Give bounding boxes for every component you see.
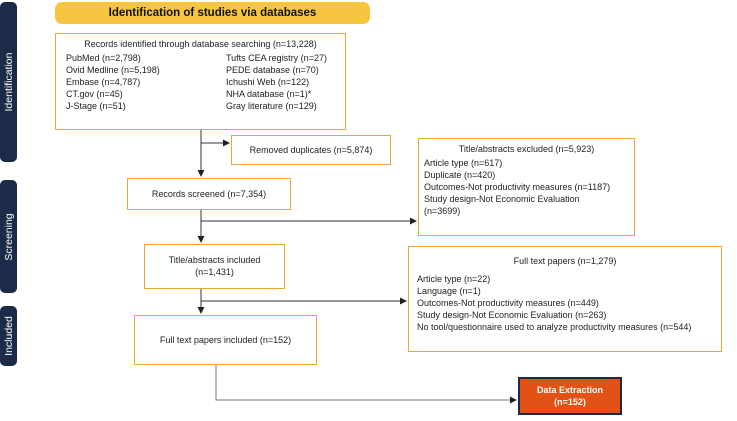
exclusion-item: Study design-Not Economic Evaluation (424, 194, 580, 204)
full-text-excluded-list: Article type (n=22) Language (n=1) Outco… (417, 273, 691, 333)
data-extraction-label: Data Extraction (536, 385, 604, 395)
exclusion-item: Outcomes-Not productivity measures (n=44… (417, 298, 599, 308)
ta-included-text: Title/abstracts included (n=1,431) (145, 254, 284, 278)
data-extraction-box: Data Extraction (n=152) (518, 377, 622, 415)
ta-included-box: Title/abstracts included (n=1,431) (144, 244, 285, 289)
removed-duplicates-box: Removed duplicates (n=5,874) (231, 135, 391, 165)
ta-excluded-list: Article type (n=617) Duplicate (n=420) O… (424, 157, 610, 217)
arrow-to-data-extraction (215, 365, 517, 404)
phase-tab-screening: Screening (0, 180, 17, 293)
header-banner: Identification of studies via databases (55, 2, 370, 24)
ta-included-line1: Title/abstracts included (168, 255, 261, 265)
exclusion-item: Duplicate (n=420) (424, 170, 496, 180)
full-text-included-text: Full text papers included (n=152) (159, 335, 292, 345)
records-identified-box: Records identified through database sear… (55, 33, 346, 130)
database-item: J-Stage (n=51) (66, 101, 126, 111)
exclusion-item: (n=3699) (424, 206, 461, 216)
records-identified-title: Records identified through database sear… (84, 39, 317, 49)
full-text-excluded-box: Full text papers (n=1,279) Article type … (408, 246, 722, 352)
database-item: Tufts CEA registry (n=27) (226, 53, 327, 63)
phase-tab-included: Included (0, 306, 17, 366)
database-item: Gray literature (n=129) (226, 101, 317, 111)
exclusion-item: No tool/questionnaire used to analyze pr… (417, 322, 692, 332)
phase-tab-identification: Identification (0, 2, 17, 162)
exclusion-item: Article type (n=617) (424, 158, 503, 168)
ta-excluded-title: Title/abstracts excluded (n=5,923) (458, 144, 595, 154)
exclusion-item: Outcomes-Not productivity measures (n=11… (424, 182, 611, 192)
database-item: Embase (n=4,787) (66, 77, 141, 87)
ta-excluded-box: Title/abstracts excluded (n=5,923) Artic… (418, 138, 635, 236)
ta-included-line2: (n=1,431) (195, 267, 234, 277)
records-screened-text: Records screened (n=7,354) (151, 189, 267, 199)
full-text-included-box: Full text papers included (n=152) (134, 315, 317, 365)
database-item: NHA database (n=1)* (226, 89, 312, 99)
removed-duplicates-text: Removed duplicates (n=5,874) (249, 145, 373, 155)
exclusion-item: Language (n=1) (417, 286, 481, 296)
records-screened-box: Records screened (n=7,354) (127, 178, 291, 210)
exclusion-item: Study design-Not Economic Evaluation (n=… (417, 310, 607, 320)
database-item: Ovid Medline (n=5,198) (66, 65, 160, 75)
database-item: CT.gov (n=45) (66, 89, 123, 99)
database-item: PEDE database (n=70) (226, 65, 319, 75)
database-item: Ichushi Web (n=122) (226, 77, 310, 87)
database-list-left: PubMed (n=2,798) Ovid Medline (n=5,198) … (66, 52, 160, 112)
database-list-right: Tufts CEA registry (n=27) PEDE database … (226, 52, 327, 112)
exclusion-item: Article type (n=22) (417, 274, 491, 284)
data-extraction-count: (n=152) (554, 397, 586, 407)
database-item: PubMed (n=2,798) (66, 53, 141, 63)
full-text-excluded-title: Full text papers (n=1,279) (513, 256, 617, 266)
